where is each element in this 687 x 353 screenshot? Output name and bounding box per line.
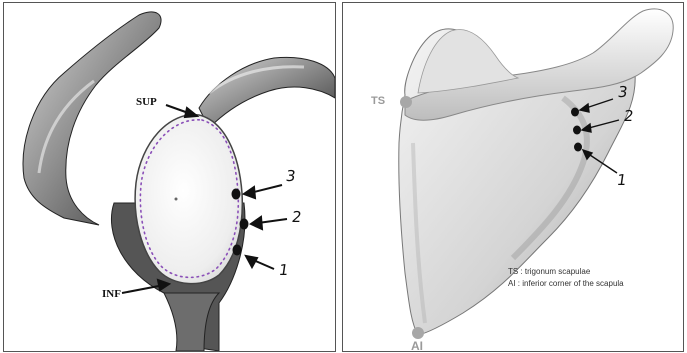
- right-marker-dot-2: [573, 126, 581, 135]
- inferior-angle-point: [412, 327, 424, 339]
- glenoid-view-panel: SUP INF 3 2 1: [3, 2, 336, 352]
- label-inferior: INF: [102, 288, 121, 300]
- glenoid-surface: [135, 115, 242, 284]
- legend-item-ts: TS : trigonum scapulae: [508, 266, 624, 278]
- scapula-bone-illustration: [343, 3, 683, 351]
- right-marker-dot-3: [571, 108, 579, 117]
- landmark-label-ts: TS: [371, 95, 385, 107]
- landmark-label-ai: AI: [411, 339, 423, 352]
- scapula-view-panel: TS AI 3 2 1 TS : trigonum scapulae AI : …: [342, 2, 684, 352]
- right-marker-dot-1: [574, 143, 582, 152]
- label-superior: SUP: [136, 96, 157, 108]
- marker-dot-2: [240, 219, 249, 230]
- marker-dot-1: [233, 245, 242, 256]
- trigonum-scapulae-point: [400, 96, 412, 108]
- legend-item-ai: AI : inferior corner of the scapula: [508, 278, 624, 290]
- marker-dot-3: [232, 189, 241, 200]
- legend: TS : trigonum scapulae AI : inferior cor…: [508, 266, 624, 290]
